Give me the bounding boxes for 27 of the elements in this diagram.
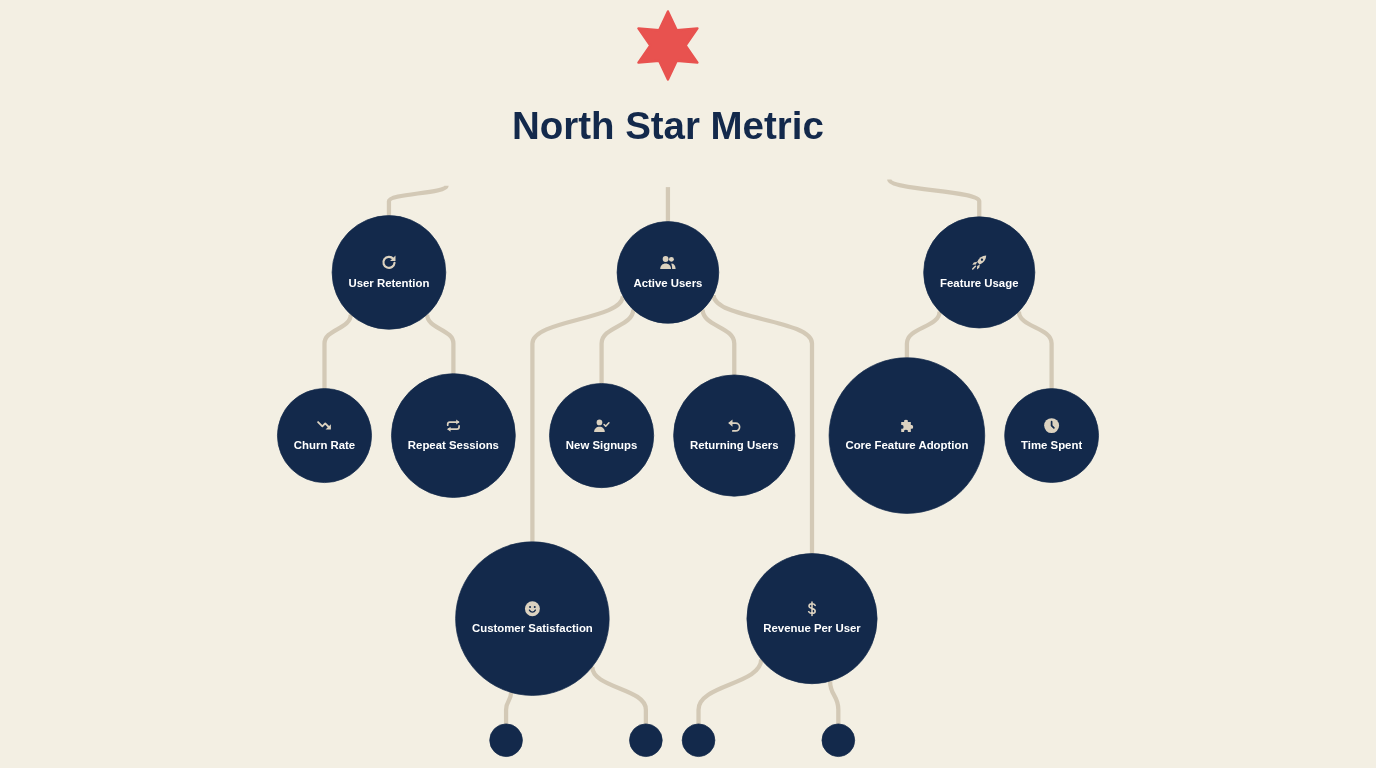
- connector-line: [1016, 311, 1054, 389]
- metric-title: North Star Metric: [512, 102, 824, 149]
- metric-label: Returning Users: [690, 438, 779, 454]
- metric-label: Churn Rate: [293, 438, 356, 454]
- connector-line: [887, 178, 982, 217]
- connector-line: [700, 309, 737, 375]
- connector-line: [665, 187, 671, 222]
- connector-line: [599, 309, 636, 384]
- metric-label: Revenue Per User: [763, 621, 861, 637]
- metric-label: Repeat Sessions: [407, 438, 499, 454]
- metric-label: User Retention: [348, 275, 430, 291]
- metric-label: Active Users: [633, 275, 703, 291]
- connector-line: [696, 658, 764, 724]
- metric-label: Feature Usage: [940, 275, 1019, 291]
- connector-line: [530, 295, 625, 542]
- metric-label: Time Spent: [1021, 438, 1083, 454]
- connector-line: [590, 666, 648, 724]
- connector-line: [904, 311, 942, 358]
- connector-line: [386, 184, 449, 216]
- connector-line: [827, 681, 841, 724]
- connector-line: [425, 314, 456, 374]
- connector-line: [711, 294, 815, 554]
- connector-line: [503, 692, 514, 724]
- metric-label: Customer Satisfaction: [472, 621, 593, 637]
- metric-label: New Signups: [565, 438, 638, 454]
- metric-label: Core Feature Adoption: [845, 438, 969, 454]
- connector-line: [322, 314, 353, 389]
